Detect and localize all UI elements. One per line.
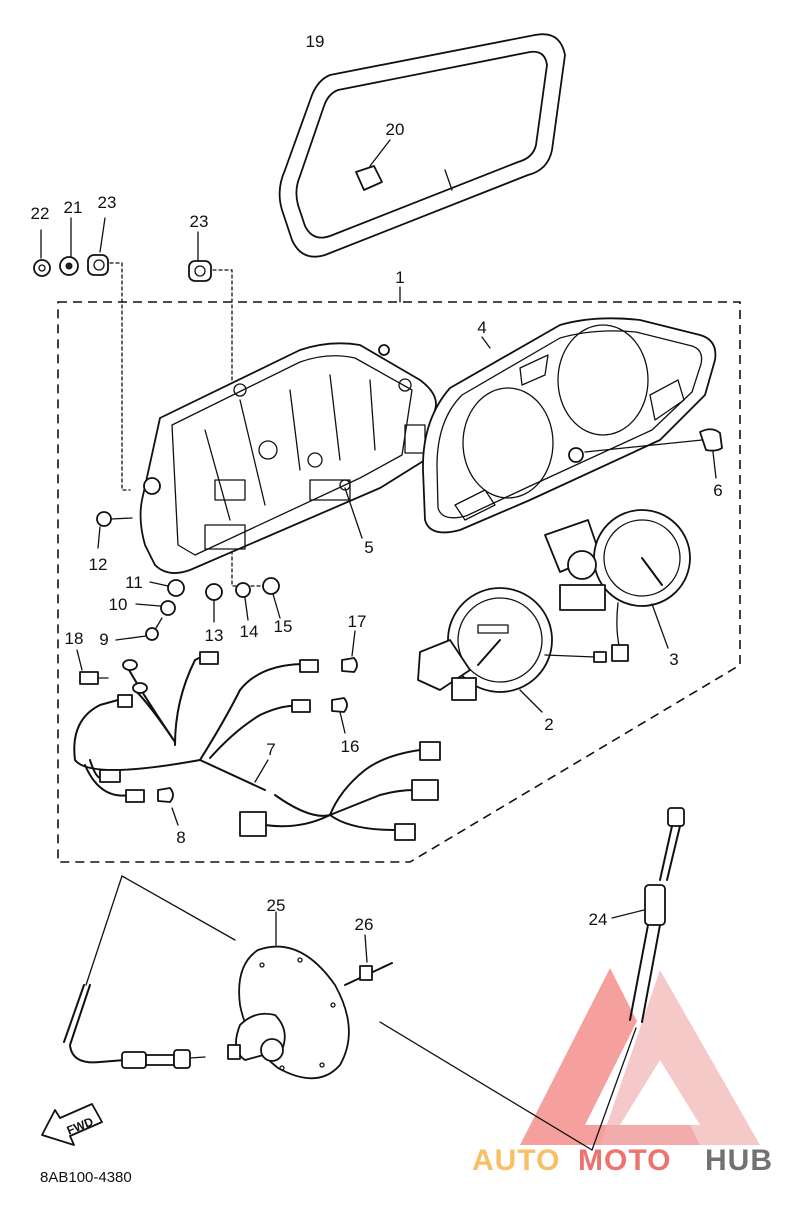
watermark-hub: HUB — [705, 1144, 773, 1177]
part-23-grommet-left — [87, 254, 109, 276]
label-14: 14 — [240, 622, 259, 641]
part-2-speedometer — [417, 587, 607, 713]
label-13: 13 — [205, 626, 224, 645]
watermark-logo — [520, 968, 760, 1145]
label-19: 19 — [306, 32, 325, 51]
fwd-arrow: FWD — [41, 1103, 103, 1146]
label-4: 4 — [477, 318, 486, 337]
part-25-gear-unit — [227, 911, 350, 1080]
label-9: 9 — [99, 630, 108, 649]
label-8: 8 — [176, 828, 185, 847]
label-26: 26 — [355, 915, 374, 934]
label-1: 1 — [395, 268, 404, 287]
part-9-bolt — [115, 617, 163, 641]
part-16-bulb — [331, 697, 348, 734]
label-17: 17 — [348, 612, 367, 631]
label-10: 10 — [109, 595, 128, 614]
label-11: 11 — [125, 573, 143, 592]
label-20: 20 — [386, 120, 405, 139]
part-12-screw — [96, 511, 133, 549]
part-labels: 1 2 3 4 5 6 7 8 9 10 11 12 13 14 15 16 1… — [31, 32, 723, 934]
part-26-bolt — [344, 934, 393, 986]
label-3: 3 — [669, 650, 678, 669]
speedo-cable-left — [63, 984, 206, 1069]
part-20-pad — [355, 139, 391, 191]
label-22: 22 — [31, 204, 50, 223]
part-11-grommet — [149, 579, 185, 597]
watermark-auto: AUTO — [472, 1144, 560, 1177]
part-19-bezel — [278, 33, 566, 258]
part-7-harness — [73, 651, 441, 841]
part-23-grommet-right — [188, 260, 212, 282]
label-23-right: 23 — [190, 212, 209, 231]
part-24-cable — [611, 807, 685, 1023]
part-13-grommet — [205, 583, 223, 623]
label-18: 18 — [65, 629, 84, 648]
label-21: 21 — [64, 198, 83, 217]
part-4-cover — [422, 317, 717, 534]
watermark-moto: MOTO — [578, 1144, 671, 1177]
label-15: 15 — [274, 617, 293, 636]
part-18-socket — [76, 649, 109, 685]
part-21-washer — [59, 256, 79, 276]
part-14-washer — [235, 582, 251, 621]
part-8-bulb — [157, 787, 179, 826]
label-25: 25 — [267, 896, 286, 915]
label-12: 12 — [89, 555, 108, 574]
label-16: 16 — [341, 737, 360, 756]
label-24: 24 — [589, 910, 608, 929]
label-23-left: 23 — [98, 193, 117, 212]
part-10-collar — [135, 600, 176, 616]
watermark-text: AUTO MOTO HUB — [472, 1144, 773, 1177]
part-17-bulb — [341, 630, 358, 673]
label-7: 7 — [266, 740, 275, 759]
part-5-case — [139, 342, 437, 574]
label-5: 5 — [364, 538, 373, 557]
drawing-code: 8AB100-4380 — [40, 1169, 132, 1186]
part-6-cap — [584, 428, 723, 479]
part-22-nut — [33, 259, 51, 277]
assembly-outline — [57, 301, 741, 863]
label-6: 6 — [713, 481, 722, 500]
label-2: 2 — [544, 715, 553, 734]
part-3-gauge — [544, 509, 691, 662]
part-15-nut — [262, 577, 281, 619]
